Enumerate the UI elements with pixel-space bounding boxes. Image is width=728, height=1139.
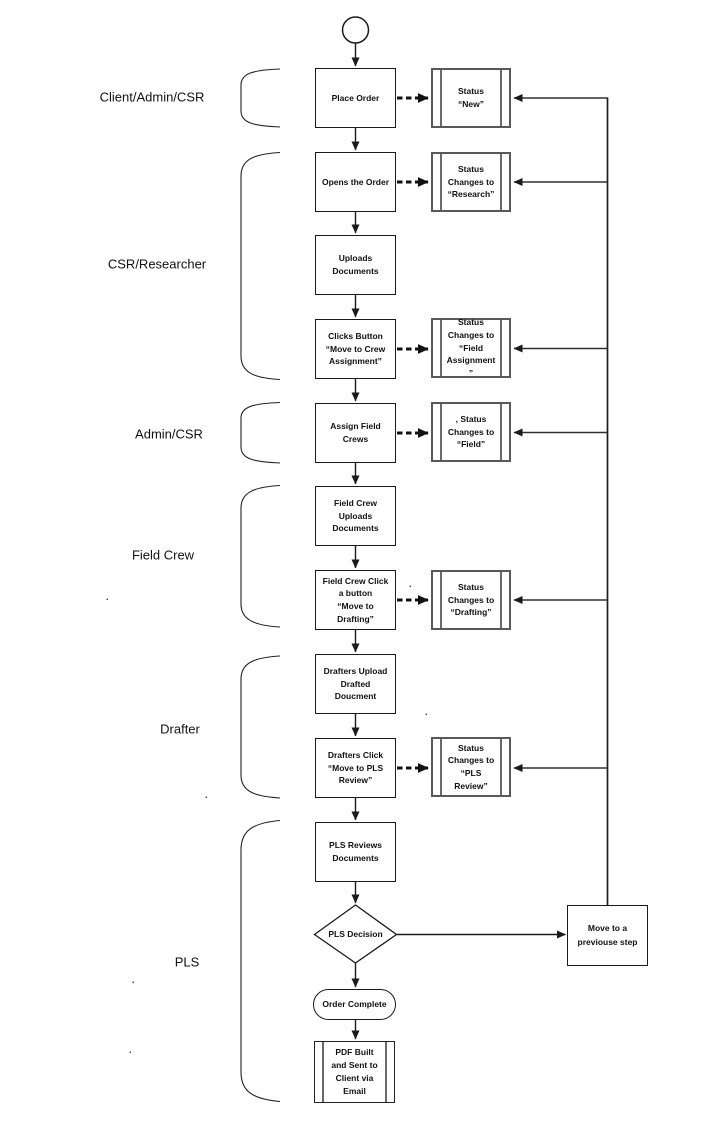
subprocess-bar [440, 572, 442, 628]
stray-dot: . [106, 592, 109, 602]
step-place-order: Place Order [315, 68, 396, 128]
final-pdf-built-sent: PDF Built and Sent to Client via Email [314, 1041, 395, 1103]
step-label: Uploads Documents [332, 253, 379, 276]
lane-label-admin-csr: Admin/CSR [135, 426, 203, 442]
step-label: Clicks Button “Move to Crew Assignment” [325, 330, 386, 367]
step-clicks-move-to-crew-assignment: Clicks Button “Move to Crew Assignment” [315, 319, 396, 379]
subprocess-bar [500, 320, 502, 376]
status-new: Status “New” [431, 68, 511, 128]
subprocess-bar [322, 1042, 324, 1102]
step-field-crew-uploads-documents: Field Crew Uploads Documents [315, 486, 396, 546]
stray-dot: . [205, 790, 208, 800]
brace-admin-csr [240, 401, 281, 464]
step-label: PLS Reviews Documents [329, 840, 382, 863]
stray-dot: . [132, 975, 135, 985]
subprocess-bar [500, 404, 502, 460]
step-label: Drafters Click “Move to PLS Review” [327, 749, 384, 786]
status-label: Status Changes to “PLS Review” [447, 742, 495, 791]
stray-dot: . [129, 1045, 132, 1055]
subprocess-bar [440, 404, 442, 460]
decision-label: PLS Decision [328, 929, 383, 940]
brace-drafter [240, 655, 281, 799]
step-field-crew-move-to-drafting: Field Crew Click a button “Move to Draft… [315, 570, 396, 630]
status-label: Status Changes to “Field Assignment ” [446, 317, 496, 379]
stray-dot: . [425, 707, 428, 717]
subprocess-bar [500, 739, 502, 795]
step-drafters-upload-drafted-document: Drafters Upload Drafted Doucment [315, 654, 396, 714]
status-drafting: Status Changes to “Drafting” [431, 570, 511, 630]
subprocess-bar [500, 572, 502, 628]
brace-client-admin-csr [240, 68, 281, 128]
subprocess-bar [440, 739, 442, 795]
stray-dot: . [409, 579, 412, 589]
moveback-box: Move to a previouse step [567, 905, 648, 966]
subprocess-bar [440, 154, 442, 210]
lane-label-pls: PLS [174, 954, 200, 970]
step-label: Place Order [331, 92, 380, 103]
step-uploads-documents: Uploads Documents [315, 235, 396, 295]
step-label: Field Crew Click a button “Move to Draft… [322, 575, 389, 624]
terminator-order-complete: Order Complete [313, 989, 396, 1020]
lane-label-csr-researcher: CSR/Researcher [107, 256, 207, 272]
step-drafters-move-to-pls-review: Drafters Click “Move to PLS Review” [315, 738, 396, 798]
brace-field-crew [240, 484, 281, 628]
status-field: , Status Changes to “Field” [431, 402, 511, 462]
brace-pls [240, 819, 281, 1103]
flow-arrows [351, 43, 566, 1040]
status-field-assignment: Status Changes to “Field Assignment ” [431, 317, 511, 379]
lane-braces [240, 68, 281, 1103]
subprocess-bar [385, 1042, 387, 1102]
subprocess-bar [500, 70, 502, 126]
lane-label-client-admin-csr: Client/Admin/CSR [99, 89, 205, 105]
subprocess-bar [500, 154, 502, 210]
lane-label-field-crew: Field Crew [131, 547, 195, 563]
status-label: , Status Changes to “Field” [447, 413, 495, 450]
step-label: Drafters Upload Drafted Doucment [323, 665, 388, 702]
subprocess-bar [440, 70, 442, 126]
step-label: Field Crew Uploads Documents [332, 497, 379, 534]
feedback-branches [513, 94, 608, 772]
step-assign-field-crews: Assign Field Crews [315, 403, 396, 463]
decision-diamond [313, 904, 398, 964]
status-pls-review: Status Changes to “PLS Review” [431, 737, 511, 797]
status-research: Status Changes to “Research” [431, 152, 511, 212]
step-label: Opens the Order [321, 176, 390, 187]
brace-csr-researcher [240, 151, 281, 381]
subprocess-bar [440, 320, 442, 376]
status-label: Status “New” [458, 86, 484, 109]
status-label: Status Changes to “Research” [447, 163, 495, 200]
moveback-label: Move to a previouse step [577, 922, 638, 947]
step-pls-reviews-documents: PLS Reviews Documents [315, 822, 396, 882]
terminator-label: Order Complete [322, 999, 387, 1010]
decision-pls-decision: PLS Decision [315, 908, 396, 961]
step-opens-the-order: Opens the Order [315, 152, 396, 212]
step-label: Assign Field Crews [330, 421, 381, 444]
start-circle [341, 16, 370, 44]
lane-label-drafter: Drafter [160, 721, 200, 737]
status-label: Status Changes to “Drafting” [447, 581, 495, 618]
final-label: PDF Built and Sent to Client via Email [331, 1046, 378, 1097]
dashed-status-arrows [397, 93, 429, 773]
